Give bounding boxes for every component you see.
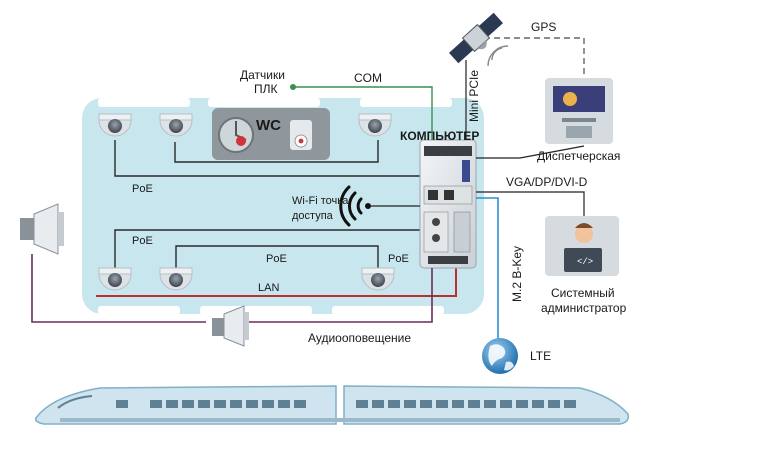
- audio-line-left: [31, 254, 206, 323]
- wifi-icon: [339, 185, 371, 227]
- loudspeaker-icon: [212, 305, 249, 347]
- m2-line: [476, 197, 499, 340]
- poe-label-left: PoE: [132, 235, 153, 247]
- loudspeaker-icon: [20, 203, 64, 255]
- lte-label: LTE: [530, 349, 551, 363]
- wifi-label-line2: доступа: [292, 210, 334, 222]
- sensors-label: Датчики: [240, 68, 285, 82]
- audio-line-right: [246, 268, 433, 323]
- m2-label: M.2 B-Key: [510, 246, 524, 302]
- wc-label: WC: [256, 117, 281, 134]
- poe-label-mid: PoE: [266, 253, 287, 265]
- vga-line: [476, 191, 585, 216]
- sysadmin-label-line1: Системный: [551, 286, 615, 300]
- vga-label: VGA/DP/DVI-D: [506, 175, 588, 189]
- train-icon: [34, 385, 630, 425]
- mini-pcie-label: Mini PCIe: [467, 70, 481, 122]
- gps-line: [494, 37, 585, 78]
- dome-camera-icon: [98, 267, 132, 291]
- admin-person-icon: </>: [545, 216, 619, 276]
- dome-camera-icon: [159, 267, 193, 291]
- dome-camera-icon: [98, 113, 132, 137]
- dispatcher-label: Диспетчерская: [537, 149, 620, 163]
- globe-icon: [482, 338, 518, 374]
- dome-camera-icon: [361, 267, 395, 291]
- poe-wiring: [114, 140, 422, 270]
- wc-panel: WC: [212, 108, 330, 160]
- audio-label: Аудиооповещение: [308, 331, 411, 345]
- dispatcher-link: [476, 145, 585, 159]
- satellite-icon: [449, 12, 503, 64]
- gps-label: GPS: [531, 20, 556, 34]
- com-label: COM: [354, 71, 382, 85]
- poe-label-right: PoE: [388, 253, 409, 265]
- dome-camera-icon: [159, 113, 193, 137]
- monitor-icon: [545, 78, 613, 144]
- lan-label: LAN: [258, 282, 279, 294]
- wifi-label-line1: Wi-Fi точка: [292, 195, 349, 207]
- dome-camera-icon: [358, 113, 392, 137]
- embedded-computer-icon: [419, 139, 477, 269]
- computer-label: КОМПЬЮТЕР: [400, 129, 479, 143]
- plc-label: ПЛК: [254, 82, 278, 96]
- svg-text:</>: </>: [577, 257, 593, 267]
- com-line: [293, 86, 433, 140]
- train-car: [82, 98, 484, 315]
- sysadmin-label-line2: администратор: [541, 301, 627, 315]
- poe-label-top: PoE: [132, 183, 153, 195]
- camera-group: [98, 113, 395, 291]
